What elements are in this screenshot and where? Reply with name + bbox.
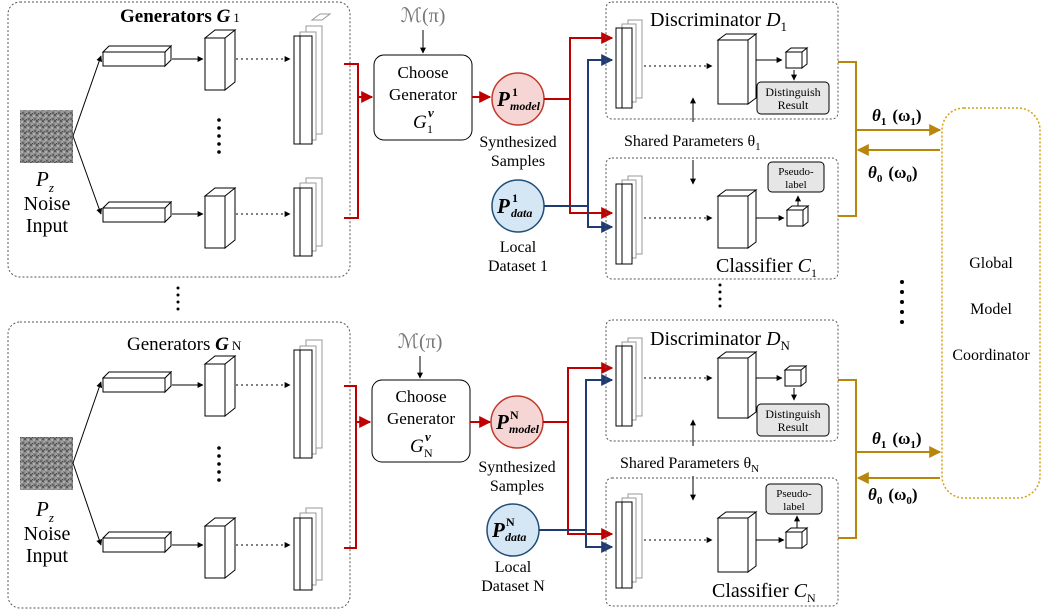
m-pi-label: ℳ(π) [401,5,446,27]
svg-text:Local: Local [500,239,537,256]
noise-image-n [20,437,73,490]
generator-ellipsis [217,118,221,154]
noise-image [20,110,73,163]
discriminator-title: Discriminator D1 [650,9,787,34]
svg-text:v: v [425,429,431,444]
svg-text:Result: Result [778,98,809,112]
svg-text:G: G [410,436,424,457]
svg-text:P: P [495,410,509,434]
svg-text:Samples: Samples [490,478,544,495]
pseudo-label-box-n [765,483,823,515]
coordinator-line1: Global [969,255,1013,272]
classifier-title: Classifier C1 [716,255,817,280]
classifier-layer-stack [615,175,643,265]
svg-text:model: model [510,99,541,113]
theta1-label-n: θ1(ω1) [872,429,922,451]
svg-text:P: P [491,518,505,542]
svg-text:Local: Local [495,559,532,576]
pz-label: Pz [35,167,54,195]
coordinator-line2: Model [970,301,1012,318]
svg-text:P: P [496,194,510,218]
svg-text:Distinguish: Distinguish [765,85,820,99]
svg-text:N: N [506,515,515,529]
disc-layer-stack-n [615,337,643,427]
svg-text:Choose: Choose [398,63,449,82]
svg-text:Pseudo-: Pseudo- [776,488,812,500]
input-label-n: Input [26,545,69,567]
input-label-text: Input [26,215,69,237]
generator-bottom-n [101,507,323,591]
noise-label: Noise [24,193,71,215]
generators-panel [7,1,351,278]
svg-text:Synthesized: Synthesized [478,459,555,476]
pseudo-label-box [767,161,825,193]
global-model-coordinator: Global Model Coordinator [941,107,1041,499]
svg-text:1: 1 [512,191,518,205]
distinguish-result-box [756,81,830,115]
svg-text:Result: Result [778,420,809,434]
discriminator-title-n: Discriminator DN [650,328,791,353]
svg-text:v: v [428,105,434,120]
svg-text:1: 1 [512,85,518,99]
svg-text:N: N [424,446,433,460]
svg-text:data: data [511,206,532,220]
generator-top-n [101,339,323,459]
svg-text:1: 1 [427,122,433,136]
pz-label-n: Pz [35,497,54,525]
svg-text:P: P [496,87,510,111]
svg-text:N: N [510,408,519,422]
svg-text:Generator: Generator [387,409,455,428]
svg-text:Synthesized: Synthesized [479,134,556,151]
classifier-title-n: Classifier CN [712,580,816,605]
discriminator-panel-n [605,319,839,442]
svg-text:model: model [509,422,540,436]
classifier-layer-stack-n [615,493,643,589]
generator-ellipsis-n [217,446,221,482]
discriminator-panel [605,1,839,120]
svg-text:Samples: Samples [491,153,545,170]
client-ellipsis [176,280,904,324]
svg-text:Generator: Generator [389,85,457,104]
svg-text:label: label [785,179,806,191]
classifier-panel [605,157,839,280]
coordinator-box [941,107,1041,499]
classifier-panel-n [605,477,839,607]
generator-top [101,13,332,145]
theta1-label: θ1(ω1) [872,106,922,128]
noise-label-n: Noise [24,523,71,545]
theta0-label-n: θ0(ω0) [868,485,918,507]
svg-text:data: data [505,530,526,544]
coordinator-line3: Coordinator [952,347,1030,364]
generator-bottom [101,177,323,257]
svg-text:Dataset 1: Dataset 1 [488,258,548,275]
m-pi-label-n: ℳ(π) [398,331,443,353]
shared-parameters-label: Shared Parameters θ1 [624,133,761,153]
shared-parameters-label-n: Shared Parameters θN [620,455,759,475]
theta0-label: θ0(ω0) [868,163,918,185]
svg-text:Distinguish: Distinguish [765,407,820,421]
distinguish-result-box-n [756,403,830,437]
svg-text:Dataset N: Dataset N [481,578,545,595]
svg-text:Choose: Choose [396,387,447,406]
generators-panel-n [7,321,351,609]
disc-layer-stack [615,19,643,109]
svg-text:G: G [413,112,427,133]
svg-text:label: label [783,501,804,513]
svg-text:Pseudo-: Pseudo- [778,166,814,178]
